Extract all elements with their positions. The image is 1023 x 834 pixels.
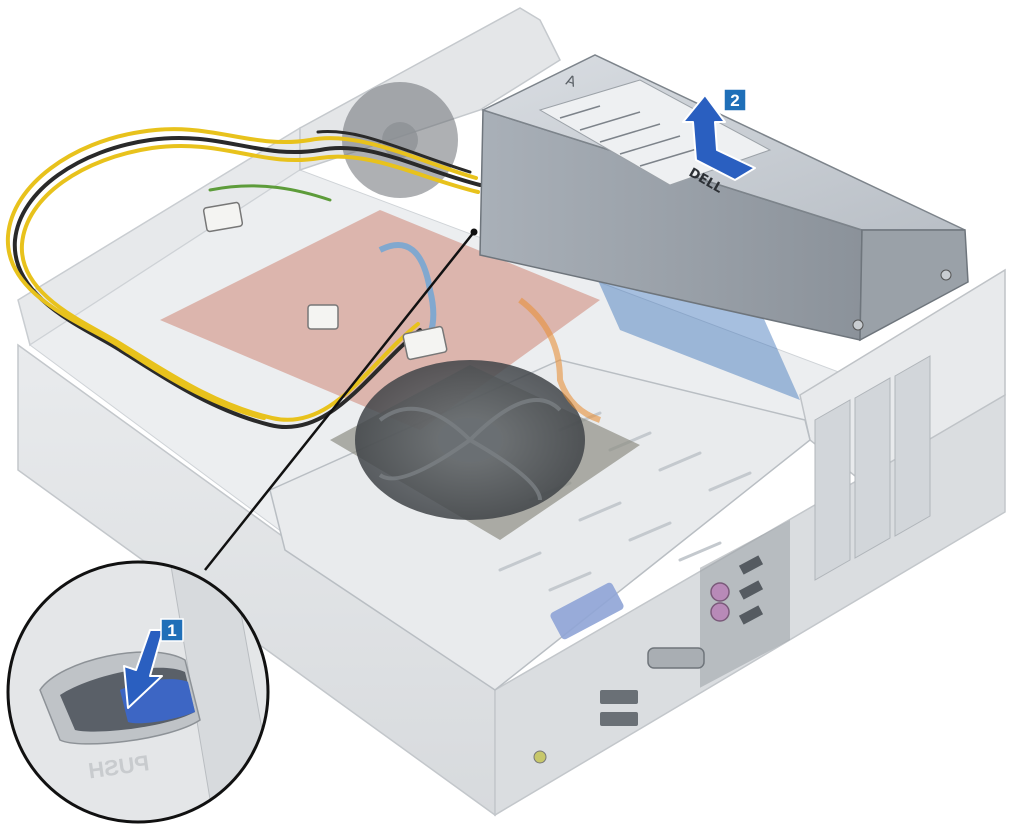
power-connector bbox=[202, 201, 244, 233]
sata-cable bbox=[518, 297, 602, 423]
serial-port-icon bbox=[647, 647, 705, 669]
audio-jack-icon bbox=[533, 750, 547, 764]
ps2-port-icon bbox=[710, 582, 730, 602]
usb-port-icon bbox=[738, 605, 764, 625]
psu-screw-icon bbox=[940, 269, 952, 281]
rear-io-panel bbox=[533, 519, 790, 764]
psu-screw-icon bbox=[852, 319, 864, 331]
power-supply-cables bbox=[5, 127, 482, 429]
blue-release-tab bbox=[550, 582, 624, 640]
psu-right-face bbox=[859, 229, 969, 342]
step-1-number: 1 bbox=[167, 621, 176, 640]
step-2-badge: 2 bbox=[723, 88, 747, 112]
display-port-icon bbox=[600, 690, 638, 704]
psu-label-lines bbox=[559, 105, 701, 167]
inset-leader-line bbox=[204, 231, 475, 571]
lift-arrow-icon bbox=[682, 94, 756, 181]
step-2-number: 2 bbox=[730, 91, 739, 110]
leader-anchor-dot bbox=[470, 228, 478, 236]
expansion-slot-brackets bbox=[814, 355, 931, 581]
motherboard-area bbox=[160, 82, 800, 540]
step-1-badge: 1 bbox=[160, 618, 184, 642]
display-port-icon bbox=[600, 712, 638, 726]
cpu-fan bbox=[355, 360, 585, 520]
power-connector bbox=[402, 325, 448, 361]
usb-port-icon bbox=[738, 555, 764, 575]
ps2-port-icon bbox=[710, 602, 730, 622]
usb-port-icon bbox=[738, 580, 764, 600]
power-connector bbox=[307, 304, 339, 330]
